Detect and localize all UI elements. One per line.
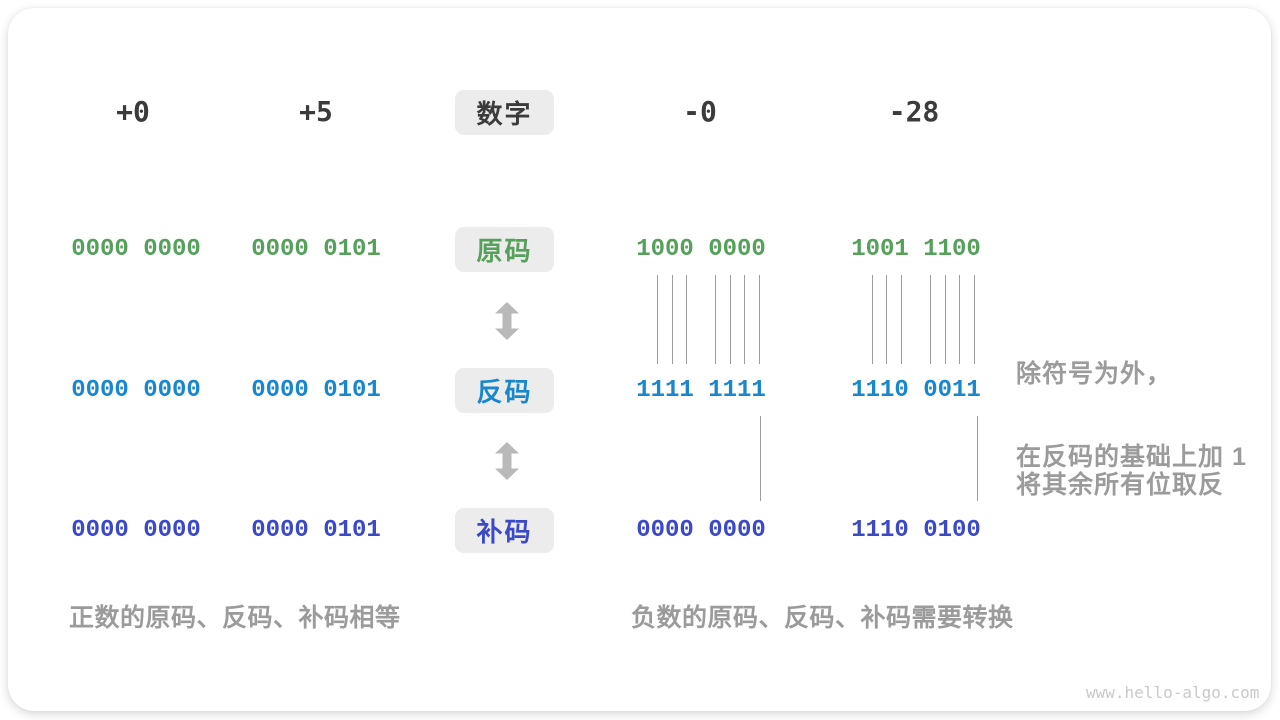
bit-tick-line bbox=[930, 275, 931, 364]
negative-numbers-caption: 负数的原码、反码、补码需要转换 bbox=[631, 604, 1014, 632]
bit-tick-line bbox=[945, 275, 946, 364]
twos-complement-label-box: 补码 bbox=[455, 508, 554, 553]
header-value-minus-28: -28 bbox=[888, 95, 940, 128]
invert-bits-note: 除符号为外， 将其余所有位取反 bbox=[1016, 282, 1224, 578]
bit-tick-line bbox=[901, 275, 902, 364]
ones-complement-value-minus-28: 1110 0011 bbox=[851, 377, 981, 404]
twos-complement-value-plus-0: 0000 0000 bbox=[71, 517, 201, 544]
bit-tick-line bbox=[886, 275, 887, 364]
header-value-plus-0: +0 bbox=[116, 95, 150, 128]
bit-tick-line bbox=[872, 275, 873, 364]
header-value-minus-0: -0 bbox=[683, 95, 717, 128]
bit-tick-line bbox=[959, 275, 960, 364]
diagram-card: +0 +5 数字 -0 -28 0000 0000 0000 0101 原码 1… bbox=[8, 8, 1271, 711]
twos-complement-value-plus-5: 0000 0101 bbox=[251, 517, 381, 544]
bit-tick-line bbox=[715, 275, 716, 364]
ones-complement-label-box: 反码 bbox=[455, 368, 554, 413]
twos-complement-value-minus-28: 1110 0100 bbox=[851, 517, 981, 544]
add-one-note: 在反码的基础上加 1 bbox=[1016, 443, 1247, 471]
ones-complement-value-plus-0: 0000 0000 bbox=[71, 377, 201, 404]
bit-tick-line bbox=[759, 275, 760, 364]
up-down-arrow-icon bbox=[494, 302, 520, 340]
bit-tick-line bbox=[730, 275, 731, 364]
twos-complement-label: 补码 bbox=[476, 517, 533, 547]
header-label-box: 数字 bbox=[455, 90, 554, 135]
ones-complement-value-minus-0: 1111 1111 bbox=[636, 377, 766, 404]
sign-magnitude-label-box: 原码 bbox=[455, 227, 554, 272]
sign-magnitude-value-plus-5: 0000 0101 bbox=[251, 236, 381, 263]
sign-magnitude-value-minus-28: 1001 1100 bbox=[851, 236, 981, 263]
bit-tick-line bbox=[744, 275, 745, 364]
header-label-number: 数字 bbox=[476, 99, 533, 129]
header-value-plus-5: +5 bbox=[299, 95, 333, 128]
invert-bits-note-line2: 将其余所有位取反 bbox=[1016, 471, 1225, 499]
bit-tick-line bbox=[760, 416, 761, 501]
sign-magnitude-value-minus-0: 1000 0000 bbox=[636, 236, 766, 263]
watermark-url: www.hello-algo.com bbox=[1086, 683, 1260, 702]
positive-numbers-caption: 正数的原码、反码、补码相等 bbox=[69, 604, 401, 632]
bit-tick-line bbox=[974, 275, 975, 364]
sign-magnitude-label: 原码 bbox=[476, 236, 533, 266]
ones-complement-value-plus-5: 0000 0101 bbox=[251, 377, 381, 404]
twos-complement-value-minus-0: 0000 0000 bbox=[636, 517, 766, 544]
up-down-arrow-icon bbox=[494, 442, 520, 480]
bit-tick-line bbox=[977, 416, 978, 501]
bit-tick-line bbox=[657, 275, 658, 364]
bit-tick-line bbox=[686, 275, 687, 364]
sign-magnitude-value-plus-0: 0000 0000 bbox=[71, 236, 201, 263]
bit-tick-line bbox=[672, 275, 673, 364]
invert-bits-note-line1: 除符号为外， bbox=[1016, 360, 1173, 388]
ones-complement-label: 反码 bbox=[476, 377, 533, 407]
